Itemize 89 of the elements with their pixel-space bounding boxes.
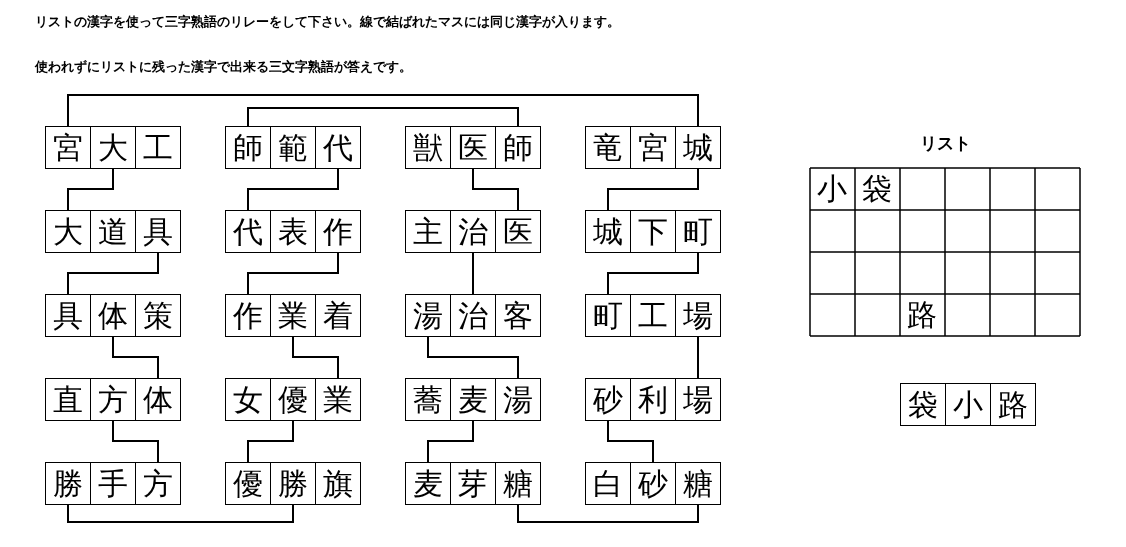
kanji-cell: 麦	[405, 462, 451, 505]
kanji-cell: 糖	[675, 462, 721, 505]
connector-line	[67, 94, 699, 127]
kanji-cell: 優	[270, 378, 316, 421]
kanji-cell: 方	[135, 462, 181, 505]
kanji-cell: 勝	[270, 462, 316, 505]
connector-line	[427, 336, 519, 379]
kanji-cell: 優	[225, 462, 271, 505]
connector-line	[292, 336, 339, 379]
kanji-cell: 大	[45, 210, 91, 253]
connector-line	[247, 107, 519, 127]
kanji-cell: 客	[495, 294, 541, 337]
connector-line	[607, 420, 654, 463]
connector-line	[67, 504, 294, 523]
kanji-cell: 砂	[585, 378, 631, 421]
connector-line	[472, 252, 474, 295]
kanji-cell: 白	[585, 462, 631, 505]
kanji-cell: 芽	[450, 462, 496, 505]
kanji-cell: 女	[225, 378, 271, 421]
instruction-text: 使われずにリストに残った漢字で出来る三文字熟語が答えです。	[35, 58, 412, 76]
connector-line	[607, 252, 699, 295]
kanji-cell: 町	[675, 210, 721, 253]
kanji-cell: 竜	[585, 126, 631, 169]
kanji-cell: 湯	[405, 294, 451, 337]
connector-line	[697, 336, 699, 379]
connector-line	[247, 252, 339, 295]
connector-line	[517, 504, 699, 523]
kanji-cell: 旗	[315, 462, 361, 505]
kanji-cell: 着	[315, 294, 361, 337]
kanji-cell: 師	[495, 126, 541, 169]
kanji-cell: 城	[585, 210, 631, 253]
connector-line	[112, 336, 159, 379]
kanji-cell: 路	[990, 383, 1036, 426]
kanji-cell: 作	[315, 210, 361, 253]
kanji-cell: 下	[630, 210, 676, 253]
kanji-cell: 糖	[495, 462, 541, 505]
connector-line	[67, 168, 114, 211]
kanji-cell: 治	[450, 210, 496, 253]
kanji-cell: 策	[135, 294, 181, 337]
kanji-cell: 利	[630, 378, 676, 421]
connector-line	[247, 168, 339, 211]
kanji-character: 路	[907, 300, 937, 330]
kanji-cell: 場	[675, 294, 721, 337]
kanji-character: 袋	[862, 174, 892, 204]
kanji-cell: 宮	[630, 126, 676, 169]
connector-line	[427, 420, 474, 463]
kanji-cell: 場	[675, 378, 721, 421]
kanji-cell: 医	[450, 126, 496, 169]
kanji-cell: 主	[405, 210, 451, 253]
kanji-cell: 手	[90, 462, 136, 505]
kanji-cell: 湯	[495, 378, 541, 421]
kanji-cell: 麦	[450, 378, 496, 421]
kanji-cell: 工	[135, 126, 181, 169]
kanji-cell: 表	[270, 210, 316, 253]
kanji-cell: 作	[225, 294, 271, 337]
kanji-cell: 師	[225, 126, 271, 169]
kanji-character: 小	[817, 174, 847, 204]
kanji-cell: 業	[315, 378, 361, 421]
connector-line	[67, 252, 159, 295]
kanji-cell: 代	[225, 210, 271, 253]
kanji-cell: 治	[450, 294, 496, 337]
kanji-cell: 勝	[45, 462, 91, 505]
kanji-cell: 道	[90, 210, 136, 253]
connector-line	[247, 420, 294, 463]
kanji-cell: 医	[495, 210, 541, 253]
kanji-cell: 具	[135, 210, 181, 253]
kanji-cell: 業	[270, 294, 316, 337]
instruction-text: リストの漢字を使って三字熟語のリレーをして下さい。線で結ばれたマスには同じ漢字が入ります。	[35, 13, 620, 31]
kanji-cell: 工	[630, 294, 676, 337]
kanji-cell: 町	[585, 294, 631, 337]
kanji-cell: 蕎	[405, 378, 451, 421]
connector-line	[607, 168, 699, 211]
kanji-cell: 体	[90, 294, 136, 337]
kanji-cell: 袋	[900, 383, 946, 426]
kanji-cell: 小	[945, 383, 991, 426]
kanji-cell: 大	[90, 126, 136, 169]
kanji-cell: 体	[135, 378, 181, 421]
kanji-cell: 宮	[45, 126, 91, 169]
kanji-cell: 具	[45, 294, 91, 337]
kanji-cell: 範	[270, 126, 316, 169]
kanji-cell: 砂	[630, 462, 676, 505]
kanji-cell: 代	[315, 126, 361, 169]
list-heading: リスト	[920, 132, 971, 155]
kanji-cell: 獣	[405, 126, 451, 169]
kanji-cell: 方	[90, 378, 136, 421]
connector-line	[112, 420, 159, 463]
connector-line	[472, 168, 519, 211]
kanji-cell: 直	[45, 378, 91, 421]
kanji-cell: 城	[675, 126, 721, 169]
